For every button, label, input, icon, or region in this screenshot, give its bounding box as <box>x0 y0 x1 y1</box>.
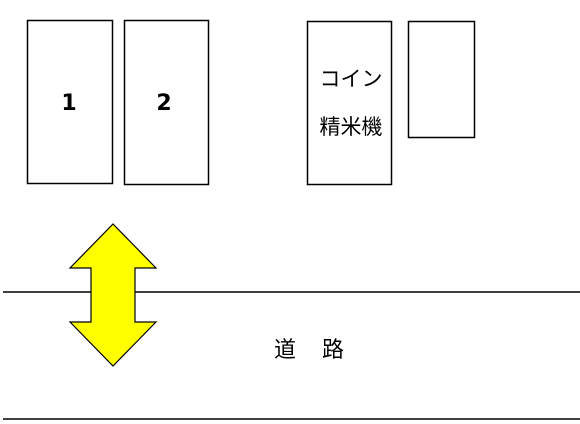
parking-space-2-number: 2 <box>156 91 171 116</box>
coin-rice-machine-box <box>306 20 393 186</box>
parking-space-1-number: 1 <box>61 91 76 116</box>
parking-space-2 <box>123 19 210 186</box>
parking-space-1 <box>26 19 114 185</box>
coin-rice-machine-label-line1: コイン <box>320 67 383 91</box>
coin-rice-machine-label-line2: 精米機 <box>320 115 383 139</box>
entrance-arrow-icon <box>68 223 158 367</box>
adjacent-building-box <box>407 20 476 139</box>
road-label: 道路 <box>274 338 370 363</box>
